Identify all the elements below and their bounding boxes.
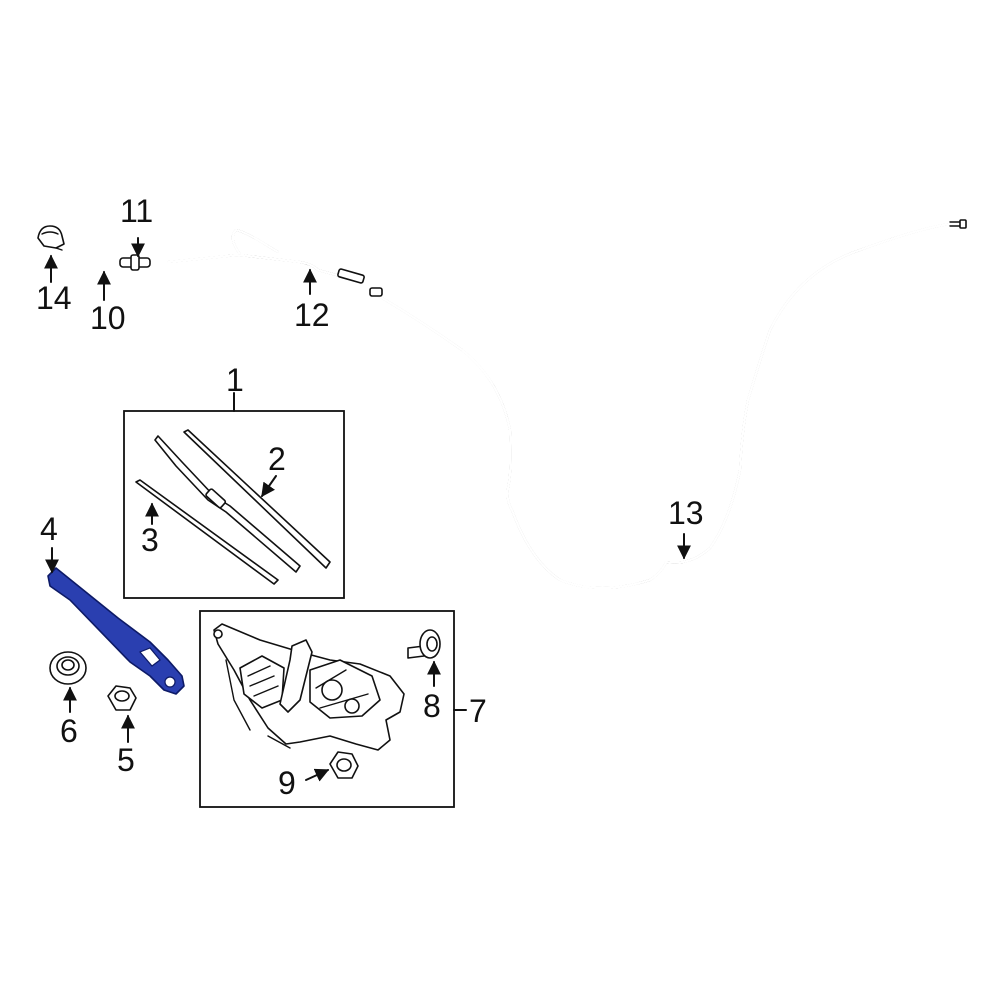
callout-4: 4 [40,511,58,547]
callout-8: 8 [423,688,441,724]
part-9-nut[interactable] [329,751,359,779]
callout-2: 2 [268,441,286,477]
part-3-blade-insert[interactable] [135,479,279,585]
callout-10: 10 [90,300,126,336]
callout-3: 3 [141,522,159,558]
callout-9: 9 [278,765,296,801]
callout-5: 5 [117,742,135,778]
part-14-cap[interactable] [37,225,65,251]
callout-6: 6 [60,713,78,749]
callout-arrows [44,237,691,782]
part-6-grommet[interactable] [49,651,87,685]
part-4-wiper-arm[interactable] [47,567,185,695]
part-7-motor-assembly[interactable] [213,623,405,751]
callout-1: 1 [226,362,244,398]
part-11-connector[interactable] [119,254,151,271]
part-2-blade-frame[interactable] [154,429,331,573]
callout-12: 12 [294,297,330,333]
callout-13: 13 [668,495,704,531]
part-5-nut[interactable] [107,685,137,711]
part-12-hose[interactable] [166,228,365,284]
part-8-bolt[interactable] [407,629,441,659]
callout-7: 7 [469,693,487,729]
part-13-hose[interactable] [369,219,967,590]
callout-11: 11 [120,193,153,229]
callout-14: 14 [36,280,72,316]
part-10-hose[interactable] [70,250,106,266]
